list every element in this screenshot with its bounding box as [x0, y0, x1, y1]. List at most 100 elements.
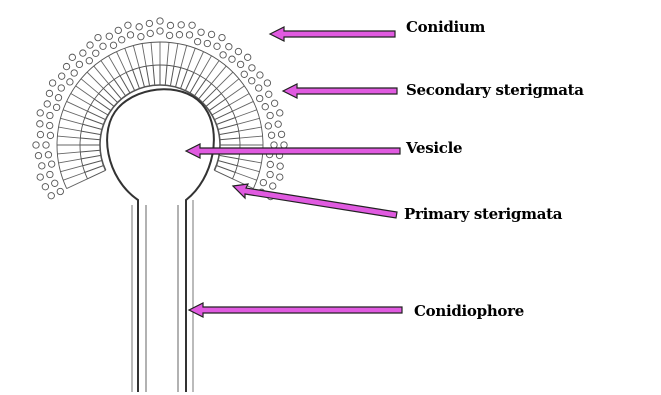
- conidium-spore: [265, 123, 271, 129]
- secondary-sterigma: [125, 48, 133, 70]
- primary-sterigma: [87, 170, 105, 178]
- secondary-sterigma: [59, 159, 82, 163]
- secondary-sterigma: [133, 46, 139, 68]
- primary-sterigma: [139, 68, 144, 87]
- conidium-spore: [48, 161, 54, 167]
- conidium-spore: [63, 63, 69, 69]
- primary-sterigma: [219, 131, 239, 134]
- primary-sterigma: [181, 70, 188, 89]
- secondary-sterigma: [174, 44, 178, 67]
- conidium-spore: [198, 29, 204, 35]
- primary-sterigma: [80, 138, 100, 140]
- conidium-spore: [267, 112, 273, 118]
- conidium-spore: [146, 20, 152, 26]
- conidium-spore: [271, 142, 277, 148]
- conidium-spore: [44, 101, 50, 107]
- secondary-sterigma: [194, 52, 204, 73]
- conidium-spore: [47, 122, 53, 128]
- conidium-spore: [58, 85, 64, 91]
- primary-sterigma: [206, 94, 221, 107]
- conidium-spore: [194, 38, 200, 44]
- secondary-sterigma: [63, 172, 85, 180]
- conidium-spore: [76, 61, 82, 67]
- conidium-spore: [226, 44, 232, 50]
- primary-sterigma: [216, 166, 235, 173]
- conidium-spore: [57, 188, 63, 194]
- secondary-sterigma: [61, 118, 83, 124]
- secondary-sterigma: [239, 159, 262, 163]
- conidium-spore: [100, 43, 106, 49]
- primary-sterigma: [199, 84, 212, 99]
- conidium-spore: [241, 71, 247, 77]
- conidium-spore: [115, 27, 121, 33]
- primary-sterigma: [170, 66, 173, 86]
- conidium-spore: [45, 152, 51, 158]
- secondary-sterigma: [57, 136, 80, 138]
- primary-sterigma: [146, 66, 149, 86]
- conidium-spore: [229, 56, 235, 62]
- conidium-spore: [267, 161, 273, 167]
- conidium-spore: [235, 48, 241, 54]
- primary-sterigma: [202, 88, 216, 102]
- primary-sterigma: [109, 84, 122, 99]
- conidium-spore: [93, 50, 99, 56]
- secondary-sterigma: [181, 46, 187, 68]
- label-vesicle: Vesicle: [406, 139, 462, 157]
- conidium-spore: [277, 163, 283, 169]
- secondary-sterigma: [237, 118, 259, 124]
- conidium-spore: [266, 91, 272, 97]
- conidium-spore: [256, 85, 262, 91]
- secondary-sterigma: [200, 56, 212, 76]
- secondary-sterigma: [59, 127, 82, 131]
- conidium-spore: [47, 171, 53, 177]
- conidium-spore: [37, 174, 43, 180]
- conidium-spore: [176, 32, 182, 38]
- conidium-spore: [37, 131, 43, 137]
- conidium-spore: [204, 40, 210, 46]
- conidium-spore: [264, 80, 270, 86]
- secondary-sterigma: [67, 179, 88, 189]
- secondary-sterigma: [235, 110, 257, 118]
- conidium-spore: [270, 183, 276, 189]
- secondary-sterigma: [71, 94, 91, 106]
- primary-sterigma: [153, 65, 155, 85]
- primary-sterigma: [81, 131, 101, 134]
- primary-sterigma: [220, 138, 240, 140]
- conidium-spore: [278, 131, 284, 137]
- conidium-spore: [110, 42, 116, 48]
- conidium-spore: [71, 70, 77, 76]
- primary-sterigma: [176, 68, 181, 87]
- conidium-spore: [147, 30, 153, 36]
- conidium-spore: [35, 152, 41, 158]
- conidium-spore: [166, 32, 172, 38]
- conidium-spore: [157, 18, 163, 24]
- secondary-sterigma: [57, 152, 80, 154]
- conidium-spore: [39, 163, 45, 169]
- conidium-spore: [136, 24, 142, 30]
- conidium-spore: [55, 94, 61, 100]
- conidium-spore: [281, 142, 287, 148]
- conidium-spore: [256, 95, 262, 101]
- primary-sterigma: [218, 161, 237, 166]
- primary-sterigma: [99, 94, 114, 107]
- label-conidium: Conidium: [406, 18, 485, 36]
- conidium-spore: [186, 32, 192, 38]
- conidium-spore: [271, 100, 277, 106]
- label-secondary-sterigmata: Secondary sterigmata: [406, 81, 584, 99]
- conidium-spore: [53, 104, 59, 110]
- secondary-sterigma: [67, 101, 88, 111]
- primary-sterigma: [218, 124, 237, 129]
- conidium-spore: [157, 28, 163, 34]
- conidium-spore: [87, 42, 93, 48]
- conidium-spore: [249, 65, 255, 71]
- secondary-sterigma: [239, 127, 262, 131]
- conidium-spore: [262, 103, 268, 109]
- conidium-spore: [249, 78, 255, 84]
- conidium-spore: [80, 50, 86, 56]
- conidium-spore: [220, 52, 226, 58]
- conidium-spore: [47, 132, 53, 138]
- conidium-spore: [33, 142, 39, 148]
- primary-sterigma: [165, 65, 167, 85]
